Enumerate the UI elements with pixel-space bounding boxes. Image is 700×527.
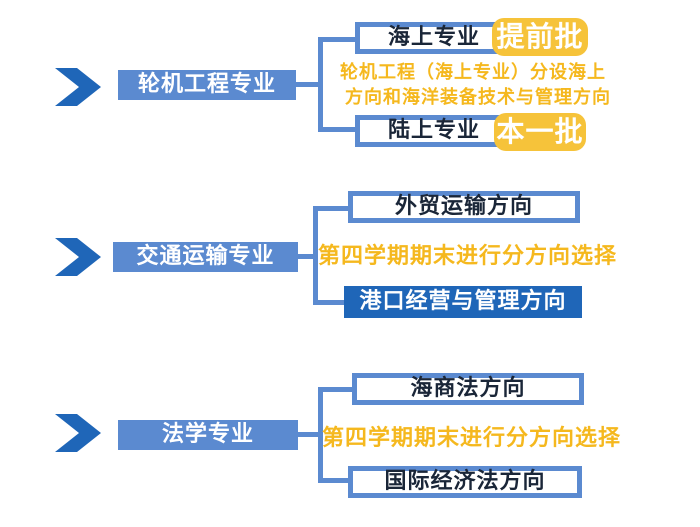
connector-line — [298, 254, 318, 259]
major-label-marine-engineering[interactable]: 轮机工程专业 — [118, 70, 296, 100]
batch-badge-first-tier: 本一批 — [494, 113, 586, 151]
branch-box-maritime-law[interactable]: 海商法方向 — [352, 373, 584, 405]
chevron-arrow-icon — [55, 414, 101, 452]
connector-line — [318, 387, 323, 483]
connector-line — [318, 387, 358, 392]
connector-line — [296, 82, 322, 87]
branch-box-onshore[interactable]: 陆上专业 — [355, 115, 513, 147]
note-text: 第四学期期末进行分方向选择 — [322, 426, 622, 451]
connector-line — [313, 206, 318, 305]
major-label-law[interactable]: 法学专业 — [118, 420, 298, 450]
connector-line — [318, 37, 323, 132]
branch-box-port-management[interactable]: 港口经营与管理方向 — [344, 286, 582, 318]
major-label-transportation[interactable]: 交通运输专业 — [113, 242, 298, 272]
branch-box-international-economic-law[interactable]: 国际经济法方向 — [348, 466, 582, 498]
batch-badge-early: 提前批 — [492, 18, 588, 56]
note-text-line-2: 方向和海洋装备技术与管理方向 — [345, 87, 611, 108]
connector-line — [318, 478, 358, 483]
chevron-arrow-icon — [55, 68, 101, 106]
chevron-arrow-icon — [55, 238, 101, 276]
connector-line — [298, 432, 323, 437]
connector-line — [313, 206, 353, 211]
note-text: 第四学期期末进行分方向选择 — [318, 244, 618, 269]
branch-box-offshore[interactable]: 海上专业 — [355, 22, 513, 54]
connector-line — [318, 127, 358, 132]
connector-line — [318, 37, 358, 42]
branch-box-trade-transport[interactable]: 外贸运输方向 — [348, 191, 580, 223]
note-text-line-1: 轮机工程（海上专业）分设海上 — [340, 62, 606, 83]
connector-line — [313, 300, 353, 305]
